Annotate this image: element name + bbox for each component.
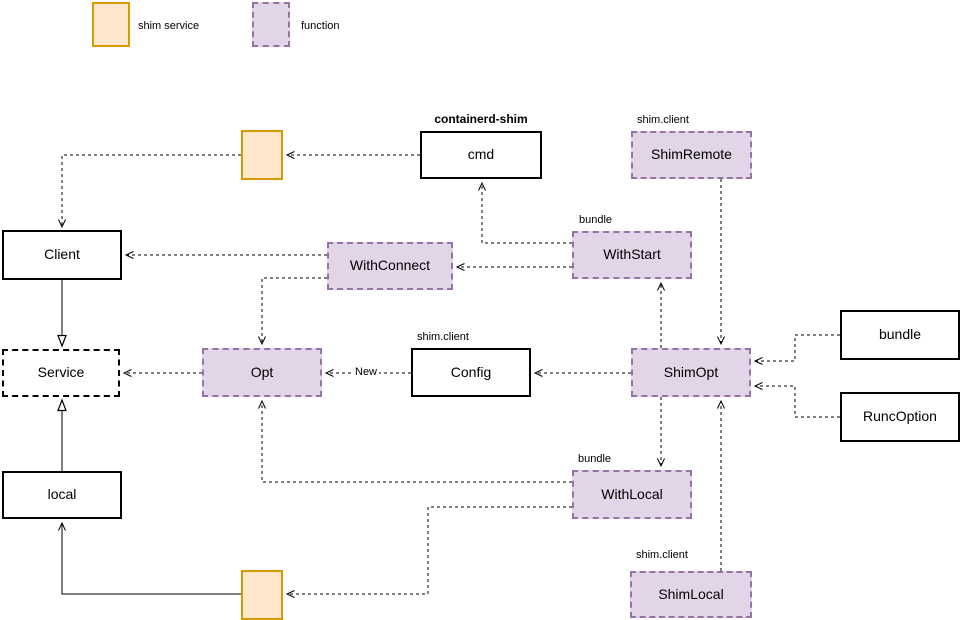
node-shim-service-top bbox=[241, 130, 283, 180]
node-service-label: Service bbox=[37, 364, 85, 381]
node-runc-option-label: RuncOption bbox=[863, 408, 937, 425]
node-with-start-label: WithStart bbox=[603, 246, 661, 263]
node-shim-opt-label: ShimOpt bbox=[663, 363, 719, 380]
group-label-containerd-shim: containerd-shim bbox=[434, 112, 528, 126]
legend-shim-service-label: shim service bbox=[138, 20, 200, 32]
group-label-bundle-withstart: bundle bbox=[579, 214, 613, 226]
edge-runcoption-to-shimopt bbox=[753, 382, 840, 418]
node-opt: Opt bbox=[202, 348, 322, 397]
node-service: Service bbox=[2, 349, 120, 397]
node-bundle: bundle bbox=[840, 310, 960, 360]
edge-shim-service-top-to-client bbox=[58, 154, 241, 229]
legend-function-swatch bbox=[252, 2, 290, 47]
legend-function-label: function bbox=[301, 20, 340, 32]
node-shim-local-label: ShimLocal bbox=[658, 585, 724, 602]
node-runc-option: RuncOption bbox=[840, 392, 960, 442]
node-with-connect: WithConnect bbox=[327, 242, 453, 290]
node-client-label: Client bbox=[44, 246, 80, 263]
node-local-label: local bbox=[47, 486, 77, 503]
edge-label-new: New bbox=[353, 366, 380, 378]
group-label-shim-client-local: shim.client bbox=[636, 549, 688, 561]
node-with-connect-label: WithConnect bbox=[349, 257, 431, 274]
node-cmd: cmd bbox=[420, 131, 542, 179]
node-config: Config bbox=[411, 348, 531, 397]
group-label-bundle-withlocal: bundle bbox=[578, 453, 612, 465]
node-cmd-label: cmd bbox=[467, 146, 495, 163]
node-shim-remote: ShimRemote bbox=[631, 131, 752, 179]
edge-withstart-to-cmd bbox=[478, 181, 572, 244]
node-shim-remote-label: ShimRemote bbox=[651, 146, 732, 163]
node-bundle-label: bundle bbox=[878, 326, 922, 343]
node-local: local bbox=[2, 471, 122, 519]
legend-shim-service-swatch bbox=[92, 2, 130, 47]
node-shim-service-bottom bbox=[241, 570, 283, 620]
edge-withlocal-to-shim-service-bottom bbox=[285, 506, 572, 598]
group-label-shim-client-remote: shim.client bbox=[637, 114, 689, 126]
node-with-local: WithLocal bbox=[572, 470, 692, 519]
node-opt-label: Opt bbox=[250, 363, 274, 380]
node-shim-opt: ShimOpt bbox=[631, 348, 751, 397]
edge-withlocal-to-opt bbox=[258, 399, 572, 483]
group-label-shim-client-config: shim.client bbox=[417, 331, 469, 343]
node-with-start: WithStart bbox=[572, 231, 692, 279]
edge-bundle-to-shimopt bbox=[753, 334, 840, 365]
node-with-local-label: WithLocal bbox=[601, 485, 663, 502]
edge-withconnect-to-opt bbox=[258, 277, 327, 346]
node-config-label: Config bbox=[450, 363, 492, 380]
node-client: Client bbox=[2, 230, 122, 280]
edge-shim-service-bottom-to-local bbox=[58, 521, 241, 595]
node-shim-local: ShimLocal bbox=[630, 571, 752, 618]
